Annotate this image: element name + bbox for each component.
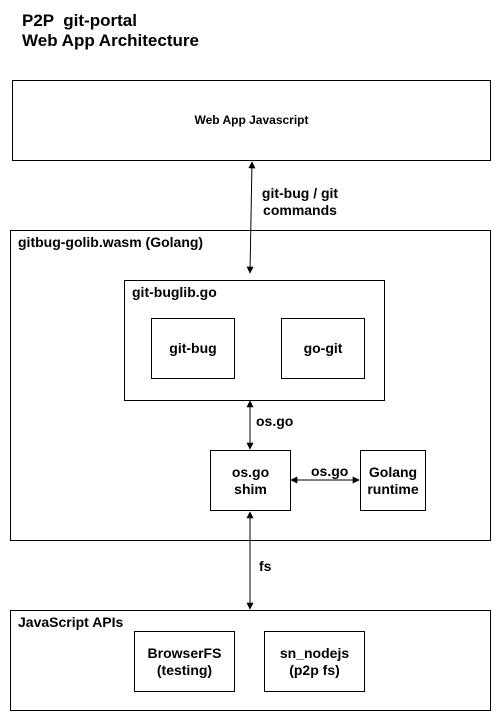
- javascript-apis-container: JavaScript APIs: [10, 610, 491, 711]
- arrow-os-go-label: os.go: [256, 413, 294, 429]
- arrow-webapp-to-wasm: [246, 161, 256, 274]
- web-app-javascript-box: Web App Javascript: [12, 80, 491, 161]
- buglib-container-label: git-buglib.go: [132, 284, 217, 300]
- git-bug-box: git-bug: [151, 318, 235, 379]
- arrow-shim-runtime-label: os.go: [311, 463, 349, 479]
- golang-runtime-box: Golang runtime: [360, 450, 426, 511]
- arrow-fs-label: fs: [259, 558, 272, 574]
- javascript-apis-label: JavaScript APIs: [18, 614, 124, 630]
- sn-nodejs-box: sn_nodejs (p2p fs): [264, 631, 365, 692]
- sn-nodejs-label: sn_nodejs (p2p fs): [279, 644, 350, 678]
- git-bug-label: git-bug: [169, 340, 217, 356]
- diagram-title: P2P git-portal Web App Architecture: [22, 11, 199, 50]
- go-git-box: go-git: [281, 318, 365, 379]
- os-go-shim-box: os.go shim: [210, 450, 291, 511]
- wasm-container-label: gitbug-golib.wasm (Golang): [18, 234, 204, 250]
- browserfs-box: BrowserFS (testing): [134, 631, 235, 692]
- golang-runtime-label: Golang runtime: [367, 463, 419, 497]
- arrow-commands-label: git-bug / git commands: [261, 185, 339, 218]
- go-git-label: go-git: [303, 340, 343, 356]
- browserfs-label: BrowserFS (testing): [147, 644, 222, 678]
- web-app-javascript-label: Web App Javascript: [194, 113, 309, 127]
- os-go-shim-label: os.go shim: [231, 463, 270, 497]
